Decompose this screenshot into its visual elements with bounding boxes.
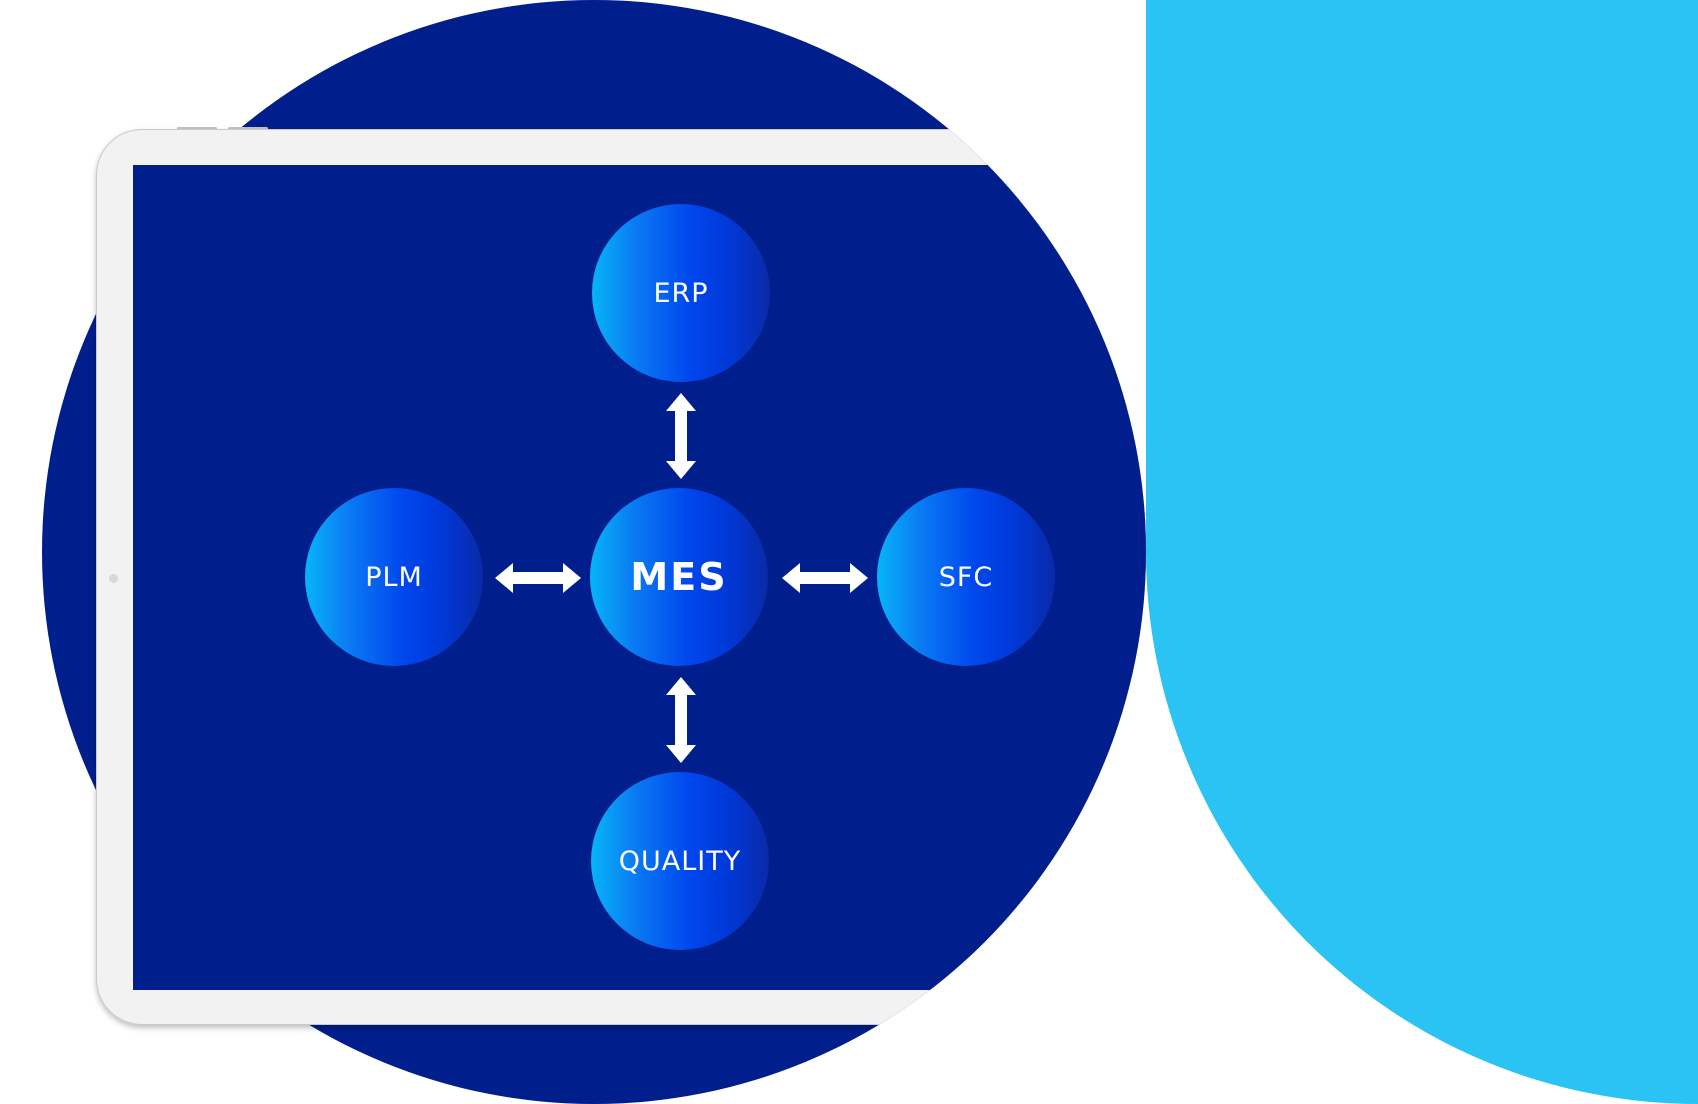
tablet-camera-icon xyxy=(109,574,118,583)
node-label: QUALITY xyxy=(618,845,742,877)
node-quality: QUALITY xyxy=(591,772,769,950)
node-mes: MES xyxy=(590,488,768,666)
arrow-mes-quality-icon xyxy=(665,677,697,763)
arrow-mes-plm-icon xyxy=(495,562,581,594)
node-erp: ERP xyxy=(592,204,770,382)
node-label: SFC xyxy=(938,561,994,593)
arrow-mes-erp-icon xyxy=(665,393,697,479)
arrow-mes-sfc-icon xyxy=(782,562,868,594)
node-plm: PLM xyxy=(305,488,483,666)
node-label: ERP xyxy=(653,277,709,309)
tablet-button xyxy=(228,127,268,130)
node-label: PLM xyxy=(365,561,423,593)
light-blue-background-shape xyxy=(1146,0,1698,1104)
node-label: MES xyxy=(630,555,728,599)
tablet-button xyxy=(177,127,217,130)
node-sfc: SFC xyxy=(877,488,1055,666)
